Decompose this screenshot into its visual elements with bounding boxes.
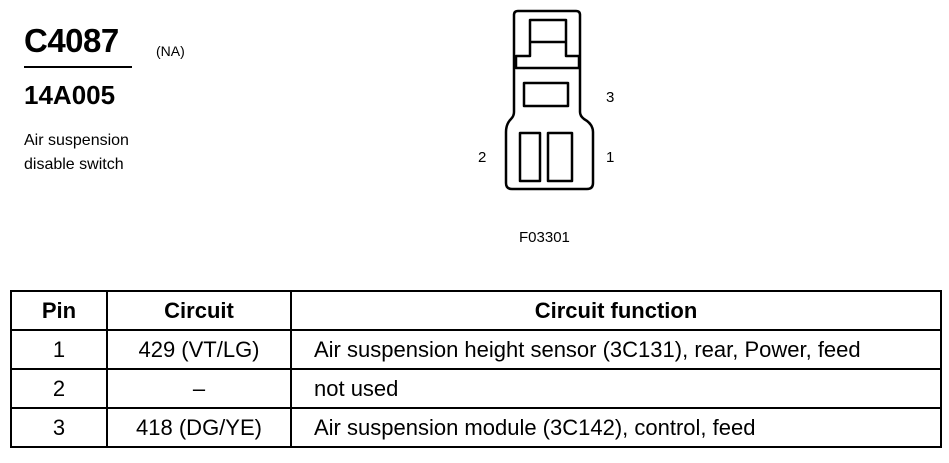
region-tag: (NA) (156, 43, 185, 59)
figure-id: F03301 (519, 229, 570, 246)
function-cell: not used (290, 368, 942, 409)
description-line-1: Air suspension (24, 132, 129, 149)
pin-cell: 2 (10, 368, 108, 409)
circuit-cell: – (106, 368, 292, 409)
pin-3-label: 3 (606, 89, 615, 106)
table-header-row: Pin Circuit Circuit function (10, 290, 942, 331)
pin-column-header: Pin (10, 290, 108, 331)
pin-3-cavity (522, 81, 570, 108)
part-number: 14A005 (24, 80, 116, 110)
pin-1-label: 1 (606, 149, 615, 166)
connector-outline (504, 9, 595, 191)
description-line-2: disable switch (24, 156, 124, 173)
connector-id-underline (24, 66, 132, 68)
connector-id: C4087 (24, 22, 119, 59)
function-column-header: Circuit function (290, 290, 942, 331)
function-cell: Air suspension height sensor (3C131), re… (290, 329, 942, 370)
latch-outline (514, 18, 581, 70)
pin-2-label: 2 (478, 149, 487, 166)
pin-2-cavity (518, 131, 542, 183)
connector-face-drawing (504, 9, 595, 191)
pin-cell: 3 (10, 407, 108, 448)
table-row: 2 – not used (10, 368, 942, 409)
table-row: 3 418 (DG/YE) Air suspension module (3C1… (10, 407, 942, 448)
circuit-cell: 429 (VT/LG) (106, 329, 292, 370)
pin-cell: 1 (10, 329, 108, 370)
pin-circuit-table: Pin Circuit Circuit function 1 429 (VT/L… (10, 290, 942, 448)
circuit-cell: 418 (DG/YE) (106, 407, 292, 448)
table-row: 1 429 (VT/LG) Air suspension height sens… (10, 329, 942, 370)
circuit-column-header: Circuit (106, 290, 292, 331)
function-cell: Air suspension module (3C142), control, … (290, 407, 942, 448)
pin-1-cavity (546, 131, 574, 183)
